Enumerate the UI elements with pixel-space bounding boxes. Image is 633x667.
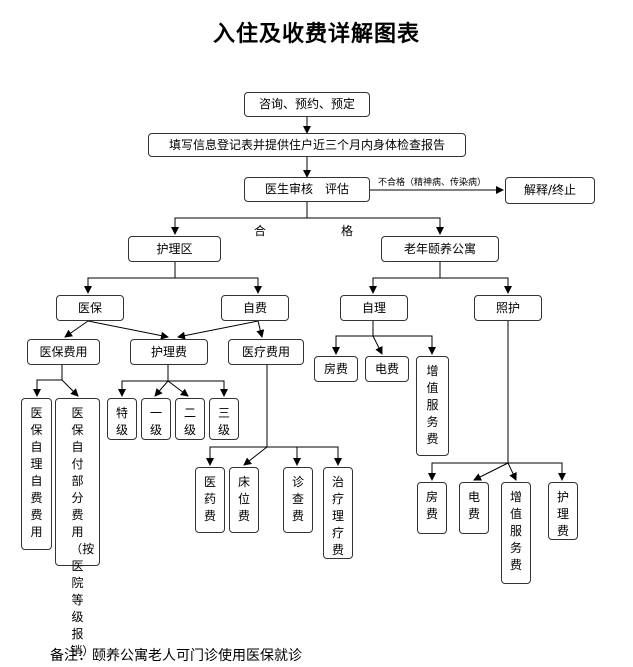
node-self-pay: 自费 xyxy=(221,295,289,321)
node-exam-fee: 诊查费 xyxy=(283,467,313,533)
connector xyxy=(154,380,169,397)
connector xyxy=(175,277,262,294)
node-insurance-fee: 医保费用 xyxy=(27,339,100,365)
connector xyxy=(168,380,228,397)
connector xyxy=(118,365,169,397)
node-grade-2: 二级 xyxy=(175,398,205,440)
node-terminate: 解释/终止 xyxy=(505,177,595,204)
connector xyxy=(171,202,308,235)
node-grade-1: 一级 xyxy=(141,398,171,440)
node-care-electric: 电费 xyxy=(459,482,489,534)
node-self-care-room: 房费 xyxy=(314,356,358,382)
node-insurance: 医保 xyxy=(56,295,124,321)
unqualified-label: 不合格（精神病、传染病） xyxy=(378,178,487,188)
connector xyxy=(373,335,436,355)
footnote: 备注：颐养公寓老人可门诊使用医保就诊 xyxy=(50,648,302,664)
connector xyxy=(267,446,301,466)
connector xyxy=(33,365,63,397)
node-nursing-fee: 护理费 xyxy=(130,339,208,365)
connector xyxy=(428,321,509,481)
node-self-care-electric: 电费 xyxy=(365,356,409,382)
node-bed-fee: 床位费 xyxy=(229,467,259,533)
connector xyxy=(167,380,189,397)
node-medicine-fee: 医药费 xyxy=(195,467,225,533)
connector xyxy=(61,379,79,397)
connector xyxy=(473,462,509,481)
node-self-care: 自理 xyxy=(340,295,408,321)
node-treatment-fee: 治疗理疗费 xyxy=(323,467,353,559)
connector xyxy=(332,321,374,355)
node-insurance-self-pay: 医保自理自费费用 xyxy=(21,398,52,550)
node-register: 填写信息登记表并提供住户近三个月内身体检查报告 xyxy=(148,133,466,157)
connector xyxy=(87,320,169,340)
connector xyxy=(267,446,342,466)
node-nursing-area: 护理区 xyxy=(128,236,221,262)
connector xyxy=(256,320,265,338)
connector xyxy=(369,262,441,294)
connector xyxy=(307,217,444,235)
connector xyxy=(243,446,268,466)
qualified-label-1: 合 xyxy=(254,224,267,238)
connector xyxy=(84,262,176,294)
qualified-label-2: 格 xyxy=(341,224,354,238)
node-insurance-partial: 医保自付部分费用（按医院等级报销） xyxy=(55,398,100,658)
connector xyxy=(372,335,383,355)
connector xyxy=(440,277,512,294)
connector xyxy=(507,462,517,481)
node-care-nursing: 护理费 xyxy=(548,482,578,540)
node-grade-3: 三级 xyxy=(209,398,239,440)
node-review: 医生审核 评估 xyxy=(244,177,370,202)
connector xyxy=(508,462,566,481)
node-medical-fee: 医疗费用 xyxy=(228,339,304,365)
node-self-care-service: 增值服务费 xyxy=(416,356,449,456)
page-title: 入住及收费详解图表 xyxy=(212,22,420,47)
node-grade-special: 特级 xyxy=(107,398,137,440)
connector xyxy=(206,365,268,466)
node-care: 照护 xyxy=(474,295,542,321)
node-apartment: 老年颐养公寓 xyxy=(381,236,499,262)
connector xyxy=(177,320,259,340)
node-care-room: 房费 xyxy=(417,482,447,534)
node-consult: 咨询、预约、预定 xyxy=(244,92,370,117)
node-care-service: 增值服务费 xyxy=(501,482,531,584)
connector xyxy=(64,320,89,338)
